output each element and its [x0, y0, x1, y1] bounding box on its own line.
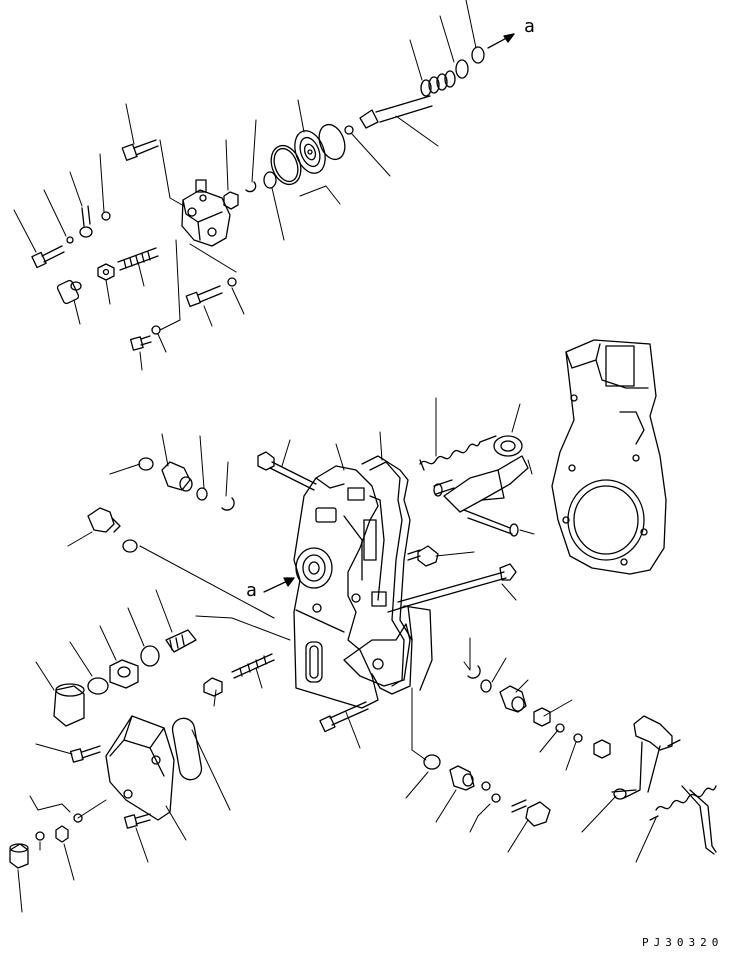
washer-top-1 — [456, 60, 468, 78]
housing-gasket — [362, 456, 412, 694]
washer-plate-lower — [424, 755, 440, 769]
o-ring-small — [264, 172, 276, 188]
bearing-assembly-center — [296, 548, 332, 588]
plug-fitting-left — [88, 508, 120, 532]
bolt-bottom-left — [131, 336, 151, 350]
washer-small-4 — [152, 326, 160, 334]
callout-arrow-a-mid — [264, 578, 294, 592]
gasket-oval — [171, 717, 203, 782]
top-housing — [182, 180, 230, 246]
left-parts — [10, 434, 290, 912]
washer-small-5 — [345, 126, 353, 134]
threaded-sleeve — [166, 630, 196, 652]
nut-right — [534, 708, 550, 726]
washer-small-3 — [228, 278, 236, 286]
bushing-left — [162, 462, 192, 491]
washer-right-2 — [574, 734, 582, 742]
washer-flat-1 — [88, 678, 108, 694]
leader-lines-right — [282, 398, 656, 862]
stud-threaded — [118, 248, 158, 270]
spring-stack — [421, 71, 455, 96]
nut-hex-lower — [204, 678, 222, 696]
top-pump-subassembly — [14, 0, 514, 370]
long-bolt-top — [360, 96, 432, 128]
snap-ring-right — [468, 666, 480, 678]
plug-bolt-mid — [408, 546, 438, 566]
bolt-lower-mid — [186, 286, 222, 306]
lever-assembly-upper — [434, 436, 528, 536]
long-stud-right — [398, 564, 516, 608]
callout-arrow-a-top — [488, 34, 514, 48]
bolt-lower-right — [512, 800, 550, 826]
o-ring-right — [481, 680, 491, 692]
lower-right-parts — [282, 398, 716, 862]
cap-small-left — [139, 458, 153, 470]
washer-right-1 — [556, 724, 564, 732]
stud-lower — [232, 654, 274, 678]
hex-nut-large — [110, 660, 138, 688]
bushing-right — [500, 686, 526, 712]
lever-assembly-lower — [612, 716, 680, 799]
bolt-upper — [122, 140, 158, 160]
lever-bracket-mid — [344, 592, 432, 690]
callout-label-a-top: a — [524, 16, 535, 37]
bearing-cap — [289, 127, 330, 178]
snap-ring-top — [246, 182, 256, 192]
cap-nut-large — [54, 684, 84, 726]
governor-housing — [294, 466, 384, 708]
washer-lower-left — [74, 814, 82, 822]
spring-upper — [420, 436, 496, 470]
bushing-lower — [450, 766, 474, 790]
callout-label-a-mid: a — [246, 580, 257, 601]
washer-lower-small — [36, 832, 44, 840]
bolt-vertical-small — [80, 206, 92, 237]
cap-lower — [10, 844, 28, 868]
o-ring-large-2 — [315, 121, 350, 163]
rear-cover — [552, 340, 666, 574]
bolt-mid-lower — [320, 702, 368, 732]
leader-lines-left — [18, 434, 290, 912]
lower-cover — [106, 716, 174, 820]
nut-hex-small — [98, 264, 114, 280]
spring-lower — [650, 786, 716, 820]
drawing-code: PJ30320 — [642, 936, 723, 949]
leader-lines-top — [14, 0, 476, 370]
bolt-top-left-1 — [32, 246, 64, 268]
bolt-lower-left — [71, 746, 100, 762]
nut-hex-mid — [224, 192, 238, 209]
link-rod-lower — [682, 786, 716, 854]
washer-left — [123, 540, 137, 552]
nut-right-small — [594, 740, 610, 758]
washer-small-1 — [67, 237, 73, 243]
bolt-lower-center — [125, 814, 150, 828]
o-ring-left — [197, 488, 207, 500]
snap-ring-left — [222, 498, 234, 510]
washer-top-2 — [472, 47, 484, 63]
o-ring-large-1 — [266, 141, 306, 188]
long-bolt-mid — [258, 452, 316, 490]
nipple-fitting — [57, 280, 81, 305]
nut-lower-small — [56, 826, 68, 842]
washer-flat-2 — [141, 646, 159, 666]
washer-small-2 — [102, 212, 110, 220]
washer-lower-2 — [492, 794, 500, 802]
washer-lower-1 — [482, 782, 490, 790]
